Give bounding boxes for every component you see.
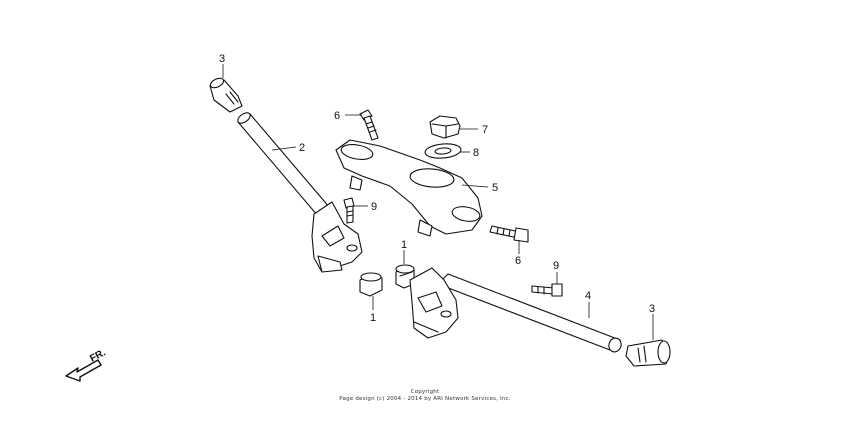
leader-lines [222,64,654,340]
callout-6-right: 6 [515,255,521,267]
callout-labels: 3 2 6 7 8 5 9 6 1 1 9 4 3 [219,53,655,324]
plug-cap-lower [359,272,383,297]
callout-1-upper: 1 [401,239,407,251]
plug-cap-upper [395,264,415,289]
callout-6-top: 6 [334,110,340,122]
callout-2: 2 [299,142,305,154]
front-direction-indicator: FR. [65,347,108,382]
callout-8: 8 [473,147,479,159]
pinch-bolt-right [489,225,529,243]
callout-7: 7 [482,124,488,136]
callout-9-upper: 9 [371,201,377,213]
front-label: FR. [88,347,108,364]
mount-bolt-lower [531,283,563,297]
pinch-bolt-top [359,109,379,141]
right-handlebar [409,267,622,353]
callout-1-lower: 1 [370,312,376,324]
bar-end-weight-right [625,339,671,367]
copyright-notice: Page design (c) 2004 - 2014 by ARI Netwo… [339,396,511,402]
mount-bolt-upper [343,197,355,224]
bar-end-weight-left [209,77,243,113]
stem-nut [429,115,461,139]
left-handlebar [237,112,363,273]
copyright-title: Copyright [410,389,440,395]
callout-5: 5 [492,182,498,194]
callout-3-right: 3 [649,303,655,315]
callout-9-lower: 9 [553,260,559,272]
callout-3-left: 3 [219,53,225,65]
callout-4: 4 [585,290,591,302]
top-bridge [335,139,483,237]
stem-washer [424,143,462,159]
front-arrow-icon [65,359,102,382]
